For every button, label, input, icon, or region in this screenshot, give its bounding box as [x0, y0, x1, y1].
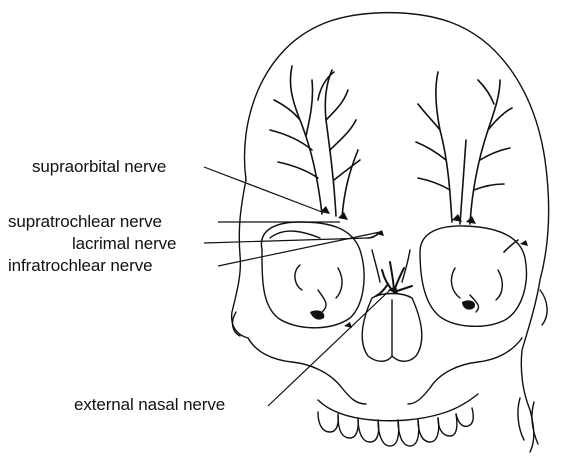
label-infratrochlear-nerve: infratrochlear nerve	[8, 257, 152, 274]
supraorbital-leader	[204, 167, 322, 212]
right-cheek	[408, 338, 522, 404]
label-lacrimal-nerve: lacrimal nerve	[72, 235, 176, 252]
upper-jaw	[318, 394, 478, 421]
left-cheek	[248, 338, 366, 404]
external-nasal-leader	[268, 290, 390, 406]
infratrochlear-leader	[218, 232, 380, 266]
left-supraorbital-branches	[270, 66, 360, 218]
right-lacrimal-twig	[504, 240, 518, 252]
label-supraorbital-nerve: supraorbital nerve	[32, 158, 166, 175]
lacrimal-leader	[204, 238, 368, 243]
right-orbit	[420, 226, 526, 326]
right-supraorbital-branches	[416, 72, 512, 224]
label-external-nasal-nerve: external nasal nerve	[74, 396, 225, 413]
label-supratrochlear-nerve: supratrochlear nerve	[8, 213, 162, 230]
